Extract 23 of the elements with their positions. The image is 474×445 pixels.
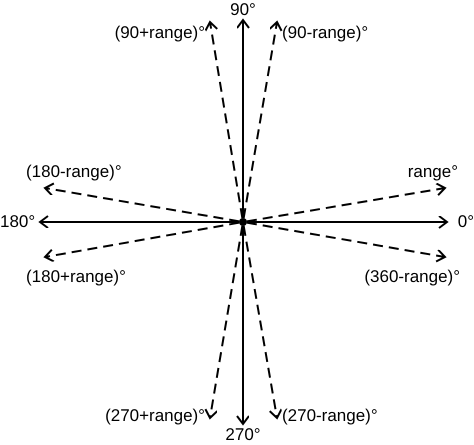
arrow — [246, 222, 446, 263]
arrow — [204, 21, 244, 218]
arrow — [242, 21, 283, 218]
angle-label: (180+range)° — [26, 267, 126, 287]
angle-label: range° — [408, 162, 458, 182]
arrow — [247, 215, 448, 229]
angle-label: (270-range)° — [282, 406, 378, 426]
angle-label: 180° — [0, 212, 36, 232]
angle-label: (270+range)° — [105, 406, 205, 426]
angle-label: (90+range)° — [114, 23, 205, 43]
angle-label: (360-range)° — [364, 267, 460, 287]
arrow — [44, 222, 240, 263]
angle-label: 90° — [230, 0, 256, 20]
arrow — [242, 226, 283, 419]
arrow — [236, 226, 250, 425]
angle-label: 270° — [225, 425, 261, 445]
arrow — [204, 226, 244, 419]
angle-label: 0° — [458, 212, 474, 232]
arrow — [44, 182, 240, 222]
arrow — [39, 215, 239, 229]
angle-label: (90-range)° — [282, 23, 368, 43]
angle-label: (180-range)° — [26, 162, 122, 182]
arrow — [246, 182, 446, 222]
